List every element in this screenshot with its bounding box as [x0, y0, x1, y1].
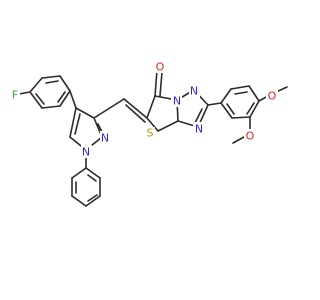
- pyrazole-ring: [69, 90, 105, 151]
- atom-label-triazole-n-right: N: [173, 95, 181, 108]
- atom-label-carbonyl-o: O: [156, 61, 165, 74]
- molecule-structure: F N N O N N N S O O: [10, 60, 288, 207]
- atom-label-methoxy-o-bottom: O: [246, 130, 255, 143]
- atom-label-triazole-n-top: N: [190, 85, 198, 98]
- atom-label-pyrazole-n1: N: [82, 146, 90, 159]
- atom-label-triazole-n-bottom: N: [195, 123, 203, 136]
- thiazolo-triazole-core: [146, 69, 222, 132]
- atom-label-methoxy-o-top: O: [268, 90, 277, 103]
- atom-label-fluorine: F: [12, 89, 18, 102]
- fluorophenyl-ring: [18, 75, 71, 109]
- atom-label-pyrazole-n2: N: [101, 132, 109, 145]
- methylidene-linker: [93, 98, 148, 123]
- atom-label-thiazole-s: S: [147, 127, 154, 140]
